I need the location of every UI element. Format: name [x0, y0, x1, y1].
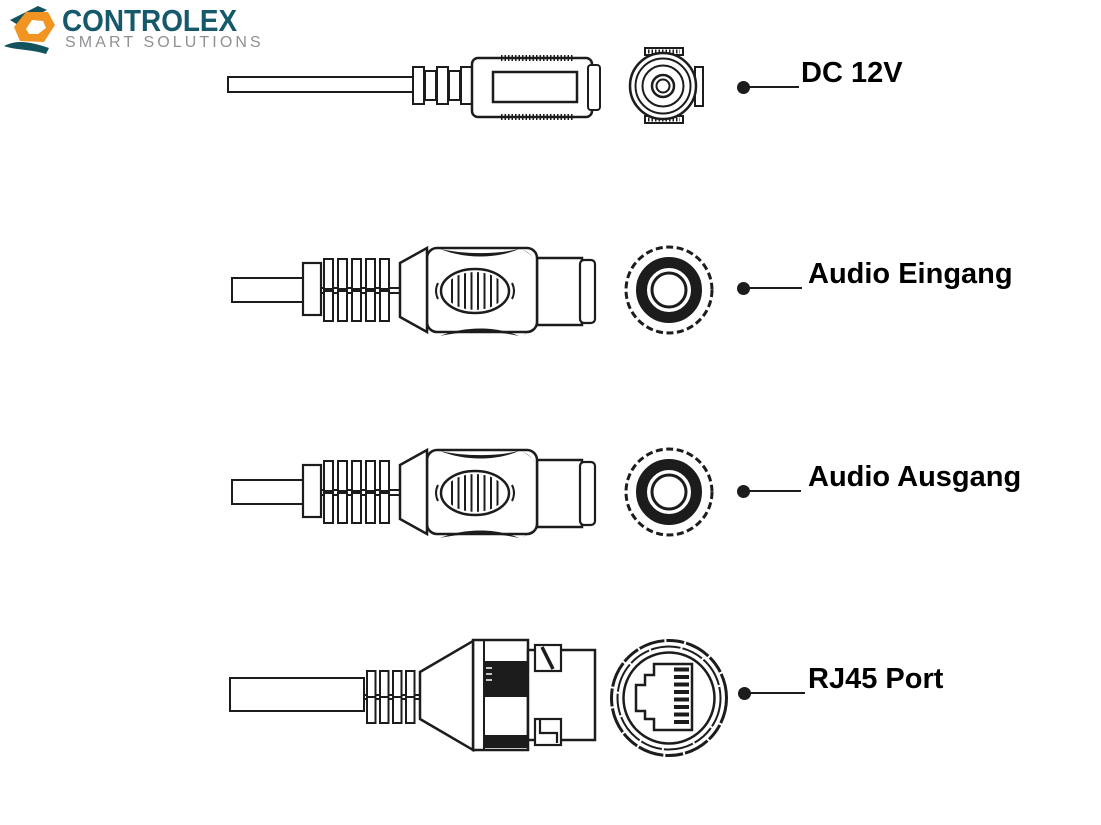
- controlex-logo-icon: [4, 6, 55, 54]
- logo-tagline-text: SMART SOLUTIONS: [65, 34, 264, 51]
- leader-dot: [737, 485, 750, 498]
- connector-label-audio-out: Audio Ausgang: [808, 461, 1022, 493]
- rj45-jack-front-drawing: [610, 639, 728, 757]
- rca-audio-jack-front-drawing: [624, 447, 714, 537]
- leader-line: [749, 86, 799, 88]
- leader-line: [749, 287, 802, 289]
- cable: [229, 677, 365, 712]
- ethernet-plug-side-drawing: [229, 638, 597, 753]
- strain-relief-cone: [418, 638, 475, 753]
- leader-line: [749, 490, 801, 492]
- rca-audio-plug-side-drawing: [231, 447, 597, 538]
- connector-label-rj45: RJ45 Port: [808, 663, 944, 695]
- leader-dot: [738, 687, 751, 700]
- connector-label-audio-in: Audio Eingang: [808, 258, 1013, 290]
- rca-audio-jack-front-drawing: [624, 245, 714, 335]
- rj45-pins: [674, 667, 689, 724]
- cable: [231, 277, 305, 303]
- leader-line: [750, 692, 805, 694]
- logo-brand-text: CONTROLEX: [62, 3, 238, 38]
- connector-label-dc-12v: DC 12V: [801, 57, 903, 89]
- leader-dot: [737, 282, 750, 295]
- cable: [227, 76, 416, 93]
- rca-audio-plug-side-drawing: [231, 245, 597, 336]
- plug-tip: [535, 256, 584, 327]
- leader-dot: [737, 81, 750, 94]
- plug-tip: [535, 458, 584, 529]
- controlex-logo: CONTROLEX SMART SOLUTIONS: [2, 2, 261, 56]
- cable: [231, 479, 305, 505]
- dc-power-plug-side-drawing: [227, 55, 601, 120]
- dc-power-jack-front-drawing: [628, 47, 704, 124]
